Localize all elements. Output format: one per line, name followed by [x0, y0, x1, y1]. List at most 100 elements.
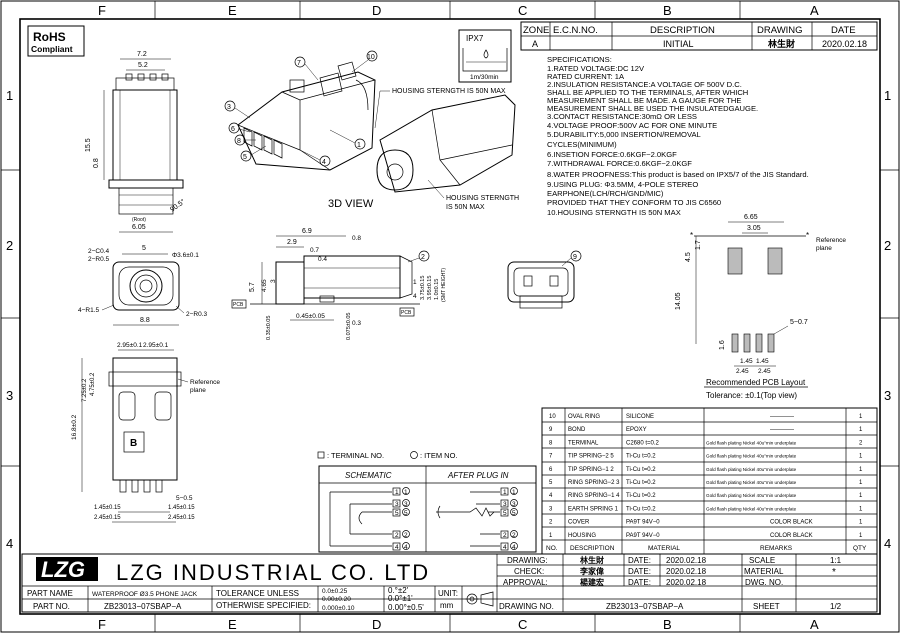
bom-cell-r7-c5: 1 — [859, 506, 863, 512]
pcb-dim-5-0-7: 5−0.7 — [790, 319, 808, 326]
bom-h-remarks: REMARKS — [760, 545, 793, 552]
dim-5-0-5: 5−0.5 — [176, 495, 193, 502]
spec-line-1: RATED CURRENT: 1A — [547, 72, 625, 81]
pcb-star: * — [690, 231, 693, 240]
sch-l-pin-1: 1 — [395, 489, 399, 496]
pcb-ref-2: plane — [816, 245, 832, 252]
rev-desc: INITIAL — [663, 39, 694, 49]
schematic-title: SCHEMATIC — [345, 471, 392, 480]
ipx7-label: IPX7 — [466, 34, 484, 43]
dim-1-45-a: 1.45±0.15 — [94, 505, 121, 511]
ang-val-2: 0.0°±1' — [388, 594, 413, 603]
bom-cell-r2-c1: TERMINAL — [568, 440, 599, 446]
bom-cell-r7-c0: 3 — [549, 506, 553, 512]
bom-cell-r5-c5: 1 — [859, 480, 863, 486]
spec-line-0: 1.RATED VOLTAGE:DC 12V — [547, 64, 645, 73]
spec-line-3: SHALL BE APPLIED TO THE TERMINALS, AFTER… — [547, 88, 748, 97]
pcb-tolerance: Tolerance: ±0.1(Top view) — [706, 391, 797, 400]
spec-line-4: MEASUREMENT SHALL BE MADE. A GAUGE FOR T… — [547, 96, 741, 105]
spec-line-11: 7.WITHDRAWAL FORCE:0.6KGF~2.0KGF — [547, 159, 692, 168]
rev-date: 2020.02.18 — [822, 39, 867, 49]
dim-0-8-side: 0.8 — [352, 235, 361, 242]
material-label: MATERIAL — [744, 567, 784, 576]
bom-cell-r9-c1: HOUSING — [568, 533, 596, 539]
rohs-title: RoHS — [33, 30, 66, 44]
dim-4-65: 4.65 — [261, 279, 268, 292]
rev-h-zone: ZONE — [523, 25, 549, 36]
bom-cell-r9-c4: COLOR BLACK — [770, 533, 813, 539]
bom-cell-r0-c4: ———— — [770, 414, 794, 420]
rev-drawer: 林生財 — [768, 38, 795, 49]
bom-cell-r4-c0: 6 — [549, 467, 553, 473]
spec-line-8: 5.DURABILITY:5,000 INSERTION/REMOVAL — [547, 130, 701, 139]
dim-6-9: 6.9 — [302, 228, 312, 235]
drawing-no-label: DRAWING NO. — [499, 602, 554, 611]
smt-height: (SMT HEIGHT) — [441, 268, 447, 302]
col-E-bottom: E — [228, 617, 237, 632]
bom-cell-r1-c5: 1 — [859, 427, 863, 433]
bom-cell-r6-c2: Ti-Cu t=0.2 — [626, 493, 656, 499]
dim-r1-5: 4−R1.5 — [78, 307, 100, 314]
schematic-section: : TERMINAL NO. : ITEM NO. SCHEMATIC AFTE… — [317, 451, 537, 553]
ipx7-badge: IPX7 1m/30min — [458, 29, 512, 83]
scale-label: SCALE — [749, 556, 775, 565]
part-name-label: PART NAME — [27, 589, 73, 598]
ref-plane-2: plane — [190, 387, 206, 394]
bom-cell-r7-c3: Gold flash plating Nickel 40u"min underp… — [706, 506, 797, 511]
bom-cell-r8-c0: 2 — [549, 520, 553, 526]
logo-text: LZG — [41, 557, 85, 582]
bom-cell-r2-c5: 2 — [859, 440, 863, 446]
dim-0-075: 0.075±0.05 — [346, 313, 352, 341]
row-4-right: 4 — [884, 536, 891, 551]
bom-cell-r0-c2: SILICONE — [626, 414, 654, 420]
sch-l-pin-3: 3 — [395, 501, 399, 508]
dim-1: 1 — [413, 279, 417, 286]
row-1-right: 1 — [884, 88, 891, 103]
dim-0-3: 0.3 — [352, 320, 361, 327]
bom-cell-r9-c2: PA9T 94V−0 — [626, 533, 660, 539]
date-value-3: 2020.02.18 — [666, 578, 707, 587]
rear-view: 9 — [507, 250, 582, 309]
pcb-layout: 6.65 3.05 * * Reference plane 4.5 1.7 14… — [675, 214, 846, 400]
dim-16-8: 16.8±0.2 — [71, 414, 78, 440]
ref-plane-1: Reference — [190, 379, 220, 386]
bom-h-material: MATERIAL — [648, 545, 680, 552]
tol-val-1: 0.0±0.25 — [322, 588, 348, 595]
bom-cell-r3-c2: Ti-Cu t=0.2 — [626, 454, 656, 460]
projection-symbol-icon — [465, 591, 494, 607]
sheet-label: SHEET — [753, 602, 780, 611]
callout-7: 8 — [237, 138, 241, 145]
dim-4-75: 4.75±0.2 — [90, 372, 96, 396]
sch-r-pin-4: 4 — [503, 544, 507, 551]
rev-zone: A — [532, 39, 538, 49]
bom-cell-r3-c3: Gold flash plating Nickel 40u"min underp… — [706, 454, 797, 459]
water-drop-icon — [483, 49, 489, 59]
sch-l-item-5: 5 — [404, 510, 408, 517]
bom-cell-r8-c1: COVER — [568, 520, 590, 526]
spec-line-5: MEASUREMENT SHALL BE USED THE INSULATEDG… — [547, 104, 758, 113]
callout-8: 7 — [297, 60, 301, 67]
ang-val-3: 0.00°±0.5' — [388, 603, 424, 612]
pcb-dim-1-7: 1.7 — [695, 240, 702, 250]
sch-l-pin-5: 5 — [395, 510, 399, 517]
border-letters: F E D C B A F E D C B A 1 2 3 4 1 2 3 4 — [6, 3, 891, 632]
dim-root: (Root) — [132, 217, 146, 223]
dim-8-8: 8.8 — [140, 317, 150, 324]
spec-line-7: 4.VOLTAGE PROOF:500V AC FOR ONE MINUTE — [547, 121, 717, 130]
lzg-logo: LZG — [36, 557, 98, 582]
scale-value: 1:1 — [830, 556, 842, 565]
dim-7-2: 7.2 — [137, 51, 147, 58]
pcb-label-left: PCB — [233, 302, 244, 308]
sch-l-pin-2: 2 — [395, 532, 399, 539]
sch-l-item-4: 4 — [404, 544, 408, 551]
unit-value: mm — [440, 601, 454, 610]
tol-line-1: TOLERANCE UNLESS — [216, 589, 299, 598]
bom-cell-r1-c2: EPOXY — [626, 427, 647, 433]
pcb-dim-2-45-b: 2.45 — [758, 368, 771, 375]
drawing-label: DRAWING: — [507, 556, 548, 565]
sch-l-item-2: 2 — [404, 532, 408, 539]
tol-val-2: 0.00±0.20 — [322, 596, 351, 603]
bom-cell-r2-c0: 8 — [549, 440, 553, 446]
dim-5: 5 — [142, 245, 146, 252]
